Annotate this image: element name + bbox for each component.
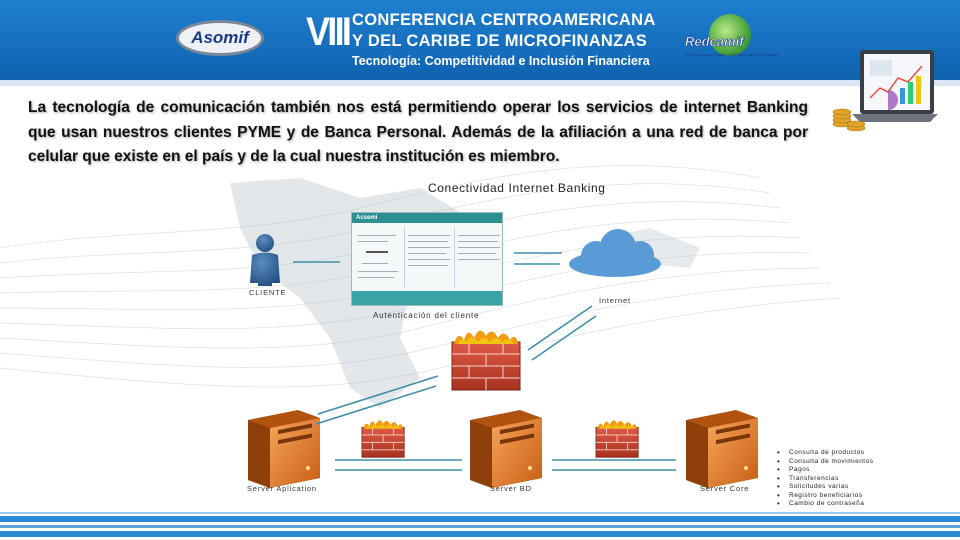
redcamif-logo: Redcamif Red Centroamericana y del Carib…	[685, 14, 778, 66]
list-item: Solicitudes varias	[777, 483, 873, 492]
asomif-logo: Asomif	[176, 20, 264, 56]
asomif-logo-text: Asomif	[191, 28, 249, 47]
services-list: Consulta de productos Consulta de movimi…	[777, 449, 873, 509]
conference-title-line-1: CONFERENCIA CENTROAMERICANA	[352, 11, 656, 29]
firewall-right-icon	[595, 420, 639, 458]
server-bd-label: Server BD	[490, 484, 532, 493]
client-person-icon	[250, 234, 280, 286]
internet-label: Internet	[599, 296, 631, 305]
list-item: Registro beneficiarios	[777, 492, 873, 501]
server-application-label: Server Aplication	[247, 484, 317, 493]
list-item: Consulta de productos	[777, 449, 873, 458]
client-label: CLIENTE	[249, 288, 287, 297]
arrow-internet-to-firewall	[531, 315, 597, 361]
globe-icon	[709, 14, 751, 56]
auth-label: Autenticación del cliente	[373, 311, 480, 320]
firewall-top-icon	[451, 330, 521, 391]
list-item: Cambio de contraseña	[777, 500, 873, 509]
firewall-left-icon	[361, 420, 405, 458]
server-core-icon	[686, 410, 758, 488]
list-item: Consulta de movimientos	[777, 458, 873, 467]
header-stripe	[0, 80, 960, 86]
conference-title-line-2: Y DEL CARIBE DE MICROFINANZAS	[352, 32, 648, 50]
conference-subtitle: Tecnología: Competitividad e Inclusión F…	[352, 54, 650, 68]
list-item: Pagos	[777, 466, 873, 475]
webpage-brand: Acsemi	[356, 215, 378, 221]
arrow-firewall-to-app	[317, 375, 439, 415]
list-item: Transferencias	[777, 475, 873, 484]
auth-webpage-thumbnail: Acsemi	[351, 212, 503, 306]
diagram-title: Conectividad Internet Banking	[428, 181, 606, 195]
connection-arrows	[293, 252, 676, 471]
arrow-firewall-to-internet	[527, 305, 593, 351]
redcamif-tagline: Red Centroamericana y del Caribe de Micr…	[685, 52, 778, 57]
intro-paragraph: La tecnología de comunicación también no…	[28, 99, 808, 165]
redcamif-logo-text: Redcamif	[685, 34, 744, 50]
server-bd-icon	[470, 410, 542, 488]
laptop-chart-icon	[832, 50, 938, 132]
server-application-icon	[248, 410, 320, 488]
internet-cloud-icon	[569, 229, 661, 277]
arrow-app-to-firewall	[315, 385, 437, 425]
header-banner: Asomif VIII CONFERENCIA CENTROAMERICANA …	[0, 0, 960, 80]
footer-decoration	[0, 510, 960, 540]
server-core-label: Server Core	[700, 484, 750, 493]
